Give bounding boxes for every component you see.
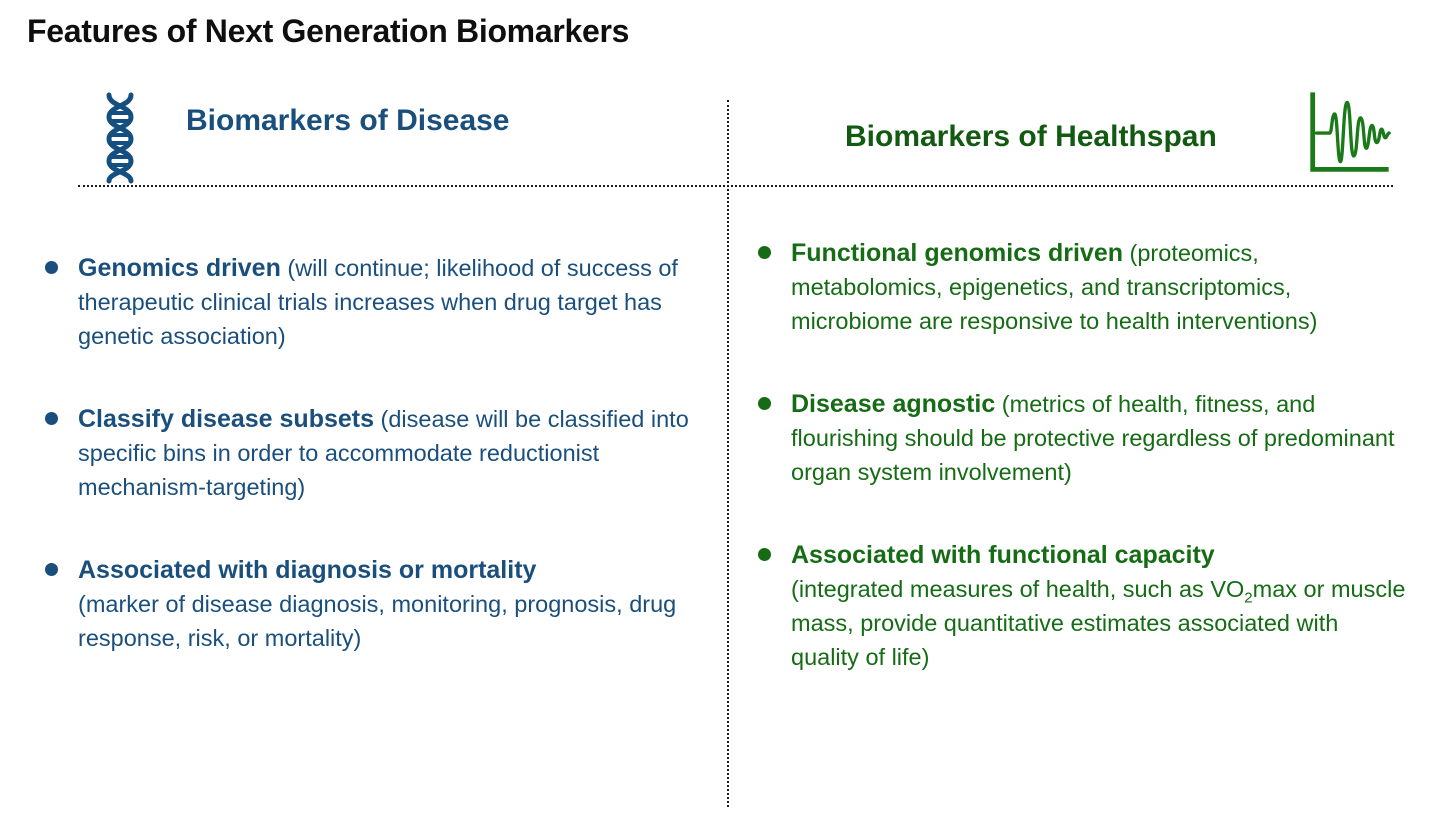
bullet-item-associated-functional-capacity: Associated with functional capacity (int…	[758, 538, 1423, 674]
bullet-lead: Genomics driven	[78, 254, 281, 282]
bullet-lead: Disease agnostic	[791, 390, 996, 418]
bullet-desc-post: max or muscle mass, provide quantitative…	[791, 576, 1406, 670]
bullet-desc-pre: (integrated measures of health, such as …	[791, 576, 1245, 602]
header-divider-horizontal	[78, 185, 1393, 187]
column-divider-vertical	[727, 100, 729, 807]
bullet-item-associated-diagnosis-mortality: Associated with diagnosis or mortality (…	[45, 553, 710, 655]
bullet-lead: Functional genomics driven	[791, 239, 1123, 267]
dna-icon	[98, 92, 142, 184]
bullet-desc: (integrated measures of health, such as …	[791, 572, 1411, 674]
bullet-desc: (will continue; likelihood of success of…	[78, 255, 678, 349]
bullet-desc: (disease will be classified into specifi…	[78, 406, 689, 500]
bullet-text: Associated with diagnosis or mortality (…	[78, 553, 698, 655]
bullet-text: Disease agnostic (metrics of health, fit…	[791, 387, 1411, 489]
bullet-list-healthspan: Functional genomics driven (proteomics, …	[758, 236, 1423, 723]
bullet-desc: (marker of disease diagnosis, monitoring…	[78, 591, 677, 651]
bullet-lead: Classify disease subsets	[78, 405, 374, 433]
bullet-lead: Associated with functional capacity	[791, 541, 1215, 569]
bullet-item-disease-agnostic: Disease agnostic (metrics of health, fit…	[758, 387, 1423, 489]
vo2-subscript: 2	[1244, 589, 1253, 607]
bullet-list-disease: Genomics driven (will continue; likeliho…	[45, 251, 710, 704]
bullet-dot-icon	[45, 412, 58, 425]
bullet-desc: (metrics of health, fitness, and flouris…	[791, 391, 1395, 485]
healthspan-column-header: Biomarkers of Healthspan	[845, 120, 1217, 153]
bullet-item-classify-disease-subsets: Classify disease subsets (disease will b…	[45, 402, 710, 504]
bullet-desc: (proteomics, metabolomics, epigenetics, …	[791, 240, 1318, 334]
disease-column-header: Biomarkers of Disease	[186, 104, 510, 137]
bullet-item-genomics-driven: Genomics driven (will continue; likeliho…	[45, 251, 710, 353]
page-title: Features of Next Generation Biomarkers	[27, 13, 630, 49]
bullet-dot-icon	[758, 548, 771, 561]
bullet-text: Associated with functional capacity (int…	[791, 538, 1411, 674]
waveform-icon	[1306, 91, 1392, 177]
bullet-text: Functional genomics driven (proteomics, …	[791, 236, 1411, 338]
bullet-text: Genomics driven (will continue; likeliho…	[78, 251, 698, 353]
bullet-lead: Associated with diagnosis or mortality	[78, 556, 537, 584]
bullet-dot-icon	[45, 563, 58, 576]
bullet-text: Classify disease subsets (disease will b…	[78, 402, 698, 504]
bullet-dot-icon	[758, 246, 771, 259]
bullet-dot-icon	[45, 261, 58, 274]
bullet-dot-icon	[758, 397, 771, 410]
bullet-item-functional-genomics-driven: Functional genomics driven (proteomics, …	[758, 236, 1423, 338]
